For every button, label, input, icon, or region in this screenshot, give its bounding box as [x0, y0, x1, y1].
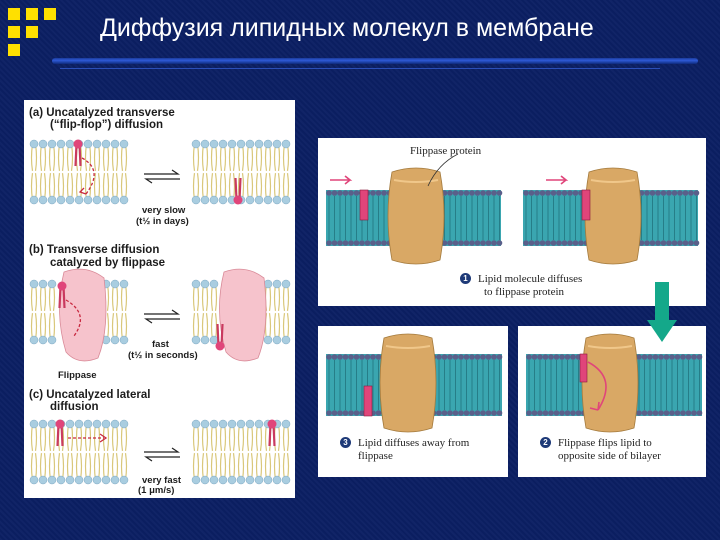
- b-flippase-left: [59, 268, 107, 362]
- a-lipid-after: [233, 177, 243, 205]
- step2-flip-arrow: [587, 361, 607, 411]
- step1-move-arrow-right: [546, 175, 569, 185]
- step3-caption-line2: flippase: [358, 450, 393, 462]
- step2-flippase: [581, 333, 639, 433]
- lipid-bilayer: [191, 419, 291, 485]
- step3-panel: 3 Lipid diffuses away from flippase: [318, 326, 508, 477]
- step1-lipid-start: [359, 189, 369, 221]
- a-lipid-before: [73, 139, 83, 167]
- step2-caption-line2: opposite side of bilayer: [558, 450, 661, 462]
- b-lipid-before: [57, 281, 67, 309]
- lipid-bilayer: [29, 279, 129, 345]
- a-rate-line1: very slow: [142, 205, 186, 216]
- title-underline: [52, 58, 698, 64]
- step2-number-badge: 2: [540, 437, 551, 448]
- step1-caption-line2: to flippase protein: [484, 286, 565, 298]
- lipid-bilayer: [191, 279, 291, 345]
- a-flip-arrowhead: [78, 187, 87, 195]
- flippase-label-leader: [427, 153, 459, 187]
- flippase-protein-label: Flippase protein: [410, 145, 482, 157]
- b-rate-line1: fast: [152, 339, 169, 350]
- left-figure-panel: (a) Uncatalyzed transverse (“flip-flop”)…: [24, 100, 295, 498]
- step2-caption-line1: Flippase flips lipid to: [558, 437, 652, 449]
- left-figure-drawing: [29, 139, 291, 485]
- step2-lipid: [579, 353, 588, 383]
- step3-caption-line1: Lipid diffuses away from: [358, 437, 470, 449]
- c-lipid-before: [55, 419, 65, 447]
- c-rate-line1: very fast: [142, 475, 182, 486]
- c-label-line2: diffusion: [50, 401, 99, 413]
- c-equilibrium-arrows: [144, 447, 180, 462]
- slide-title: Диффузия липидных молекул в мембране: [100, 14, 594, 42]
- step3-drawing: [326, 333, 503, 433]
- a-equilibrium-arrows: [144, 169, 180, 184]
- a-rate-line2: (t½ in days): [136, 216, 189, 227]
- lipid-bilayer: [29, 419, 129, 485]
- b-label-line2: catalyzed by flippase: [50, 257, 166, 269]
- step1-lipid-at-protein: [581, 189, 591, 221]
- title-underline-thin: [60, 68, 660, 69]
- step3-number-badge: 3: [340, 437, 351, 448]
- step1-move-arrow-left: [330, 175, 353, 185]
- b-rate-line2: (t½ in seconds): [128, 350, 198, 361]
- a-label-line2: (“flip-flop”) diffusion: [50, 119, 164, 131]
- c-lipid-after: [267, 419, 277, 447]
- c-lateral-arrowhead: [99, 433, 108, 443]
- step1-flippase-right: [584, 167, 642, 265]
- c-rate-line2: (1 μm/s): [138, 485, 175, 496]
- step3-flippase: [379, 333, 437, 433]
- step3-lipid: [363, 385, 373, 417]
- step2-flip-arrowhead: [589, 401, 600, 411]
- a-label-line1: (a) Uncatalyzed transverse: [29, 107, 175, 119]
- down-arrow-icon: [647, 282, 677, 342]
- b-flippase-label: Flippase: [58, 370, 97, 381]
- step1-drawing: [326, 153, 700, 265]
- b-flip-arrow: [65, 299, 82, 337]
- c-label-line1: (c) Uncatalyzed lateral: [29, 389, 151, 401]
- step1-caption-line1: Lipid molecule diffuses: [478, 273, 583, 285]
- step1-panel: Flippase protein 1 Lipid molecule diffus…: [318, 138, 706, 306]
- b-flippase-right: [219, 268, 267, 362]
- lipid-bilayer: [191, 139, 291, 205]
- step2-drawing: [526, 333, 703, 433]
- b-label-line1: (b) Transverse diffusion: [29, 244, 160, 256]
- step1-flippase-left: [387, 167, 445, 265]
- b-equilibrium-arrows: [144, 309, 180, 324]
- step2-panel: 2 Flippase flips lipid to opposite side …: [518, 326, 706, 477]
- b-lipid-after: [215, 323, 225, 351]
- step1-number-badge: 1: [460, 273, 471, 284]
